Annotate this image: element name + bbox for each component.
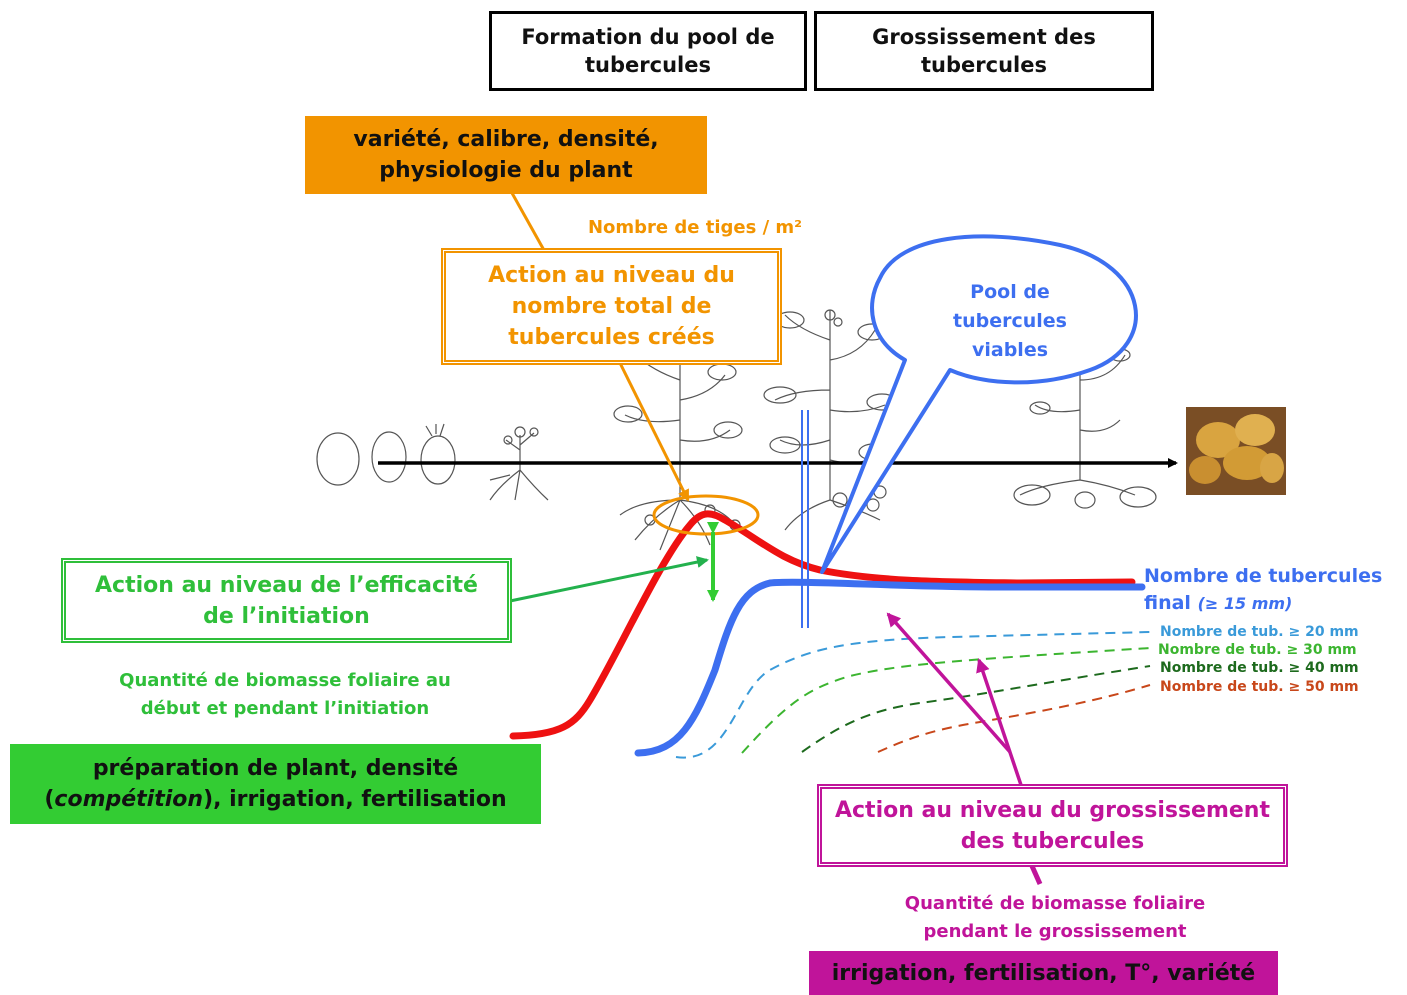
viable-pool-callout [820, 234, 1138, 574]
callout-text: Pool de tubercules viables [953, 281, 1067, 361]
seed-tuber-icon [316, 432, 360, 486]
curve-50mm [877, 684, 1151, 753]
final-count-label: Nombre de tubercules final (≥ 15 mm) [1144, 563, 1407, 617]
initiation-biomass-label: Quantité de biomasse foliaire au début e… [119, 670, 451, 719]
initiation-factor-line1: préparation de plant, densité [92, 756, 459, 781]
final-tubers-curve [634, 578, 1146, 757]
bulking-arrow-1 [886, 612, 1012, 754]
total-action-arrow [618, 362, 690, 502]
final-count-qualifier: (≥ 15 mm) [1197, 594, 1293, 613]
action-total-box: Action au niveau du nombre total de tube… [441, 248, 782, 365]
size-label-40: Nombre de tub. ≥ 40 mm [1160, 660, 1359, 676]
header-grossissement: Grossissement des tubercules [814, 11, 1154, 91]
bulking-factor-box: irrigation, fertilisation, T°, variété [809, 951, 1278, 995]
final-count-line1: Nombre de tubercules [1144, 565, 1383, 587]
curve-30mm [741, 647, 1151, 754]
harvested-tubers-icon [1186, 407, 1286, 495]
size-label-50: Nombre de tub. ≥ 50 mm [1160, 679, 1359, 695]
initiation-factor-line2: (compétition), irrigation, fertilisation [44, 787, 507, 812]
header-formation: Formation du pool de tubercules [489, 11, 807, 91]
size-label-30: Nombre de tub. ≥ 30 mm [1158, 642, 1357, 658]
action-bulking-box: Action au niveau du grossissement des tu… [817, 784, 1288, 867]
bulking-connector [1029, 864, 1043, 886]
total-tubers-curve [509, 510, 1136, 740]
plant-factor-connector [510, 192, 547, 253]
curve-20mm [675, 631, 1151, 759]
size-class-curves [675, 631, 1151, 759]
efficiency-arrow [509, 556, 709, 603]
peak-highlight-ellipse [652, 494, 760, 536]
initiation-factor-box: préparation de plant, densité (compétiti… [10, 744, 541, 824]
action-efficiency-box: Action au niveau de l’efficacité de l’in… [61, 558, 512, 643]
bulking-biomass-label: Quantité de biomasse foliaire pendant le… [904, 893, 1206, 942]
curve-40mm [801, 665, 1151, 753]
stems-label: Nombre de tiges / m² [587, 217, 803, 238]
size-label-20: Nombre de tub. ≥ 20 mm [1160, 624, 1359, 640]
plant-factor-box: variété, calibre, densité, physiologie d… [305, 116, 707, 194]
bulking-arrow-2 [976, 658, 1024, 789]
final-count-line2: final (≥ 15 mm) [1144, 592, 1293, 614]
